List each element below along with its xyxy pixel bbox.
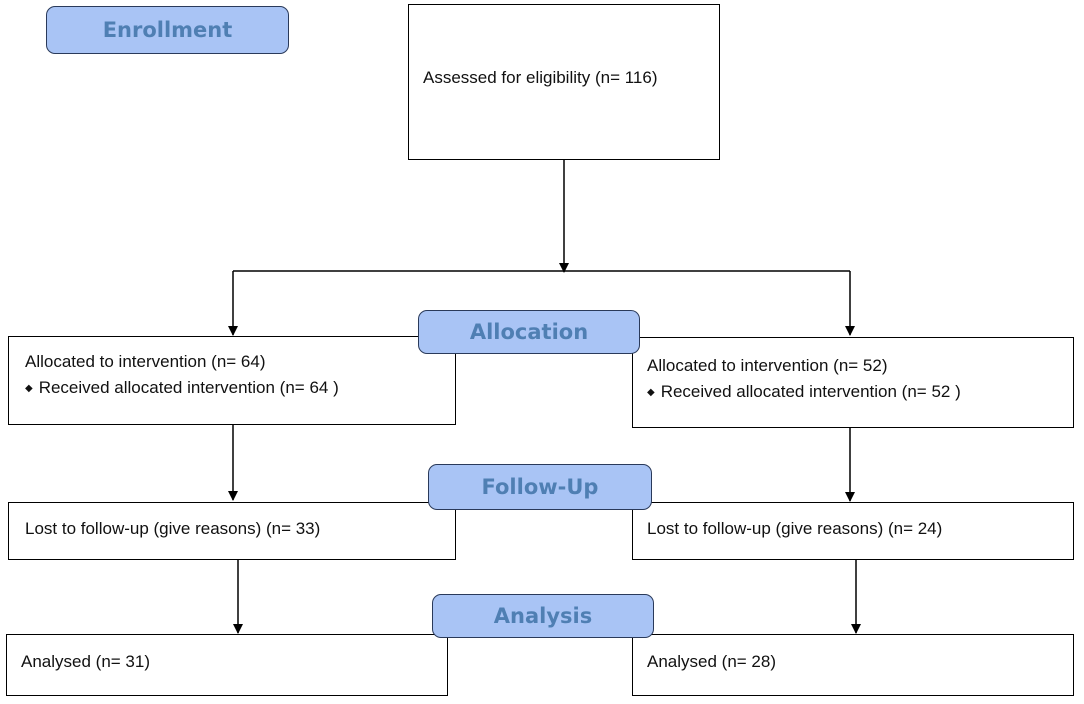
left-analysed-box: Analysed (n= 31) <box>6 634 448 696</box>
stage-enrollment: Enrollment <box>46 6 289 54</box>
left-lost-box: Lost to follow-up (give reasons) (n= 33) <box>8 502 456 560</box>
stage-allocation-label: Allocation <box>469 320 589 344</box>
left-allocated-text: Allocated to intervention (n= 64) <box>25 352 266 371</box>
left-lost-text: Lost to follow-up (give reasons) (n= 33) <box>25 519 321 538</box>
right-allocated-text: Allocated to intervention (n= 52) <box>647 356 888 375</box>
stage-enrollment-label: Enrollment <box>102 18 233 42</box>
right-lost-text: Lost to follow-up (give reasons) (n= 24) <box>647 519 943 538</box>
left-allocated-box: Allocated to intervention (n= 64) ◆ Recei… <box>8 336 456 425</box>
stage-analysis: Analysis <box>432 594 654 638</box>
stage-follow-up: Follow-Up <box>428 464 652 510</box>
right-lost-box: Lost to follow-up (give reasons) (n= 24) <box>632 502 1074 560</box>
left-received-row: ◆ Received allocated intervention (n= 64 … <box>25 377 455 400</box>
right-received-text: Received allocated intervention (n= 52 ) <box>660 382 961 401</box>
left-received-text: Received allocated intervention (n= 64 ) <box>38 378 339 397</box>
right-allocated-box: Allocated to intervention (n= 52) ◆ Recei… <box>632 337 1074 428</box>
assessed-box: Assessed for eligibility (n= 116) <box>408 4 720 160</box>
stage-allocation: Allocation <box>418 310 640 354</box>
diamond-bullet-icon: ◆ <box>25 383 33 394</box>
diamond-bullet-icon: ◆ <box>647 387 655 398</box>
right-analysed-text: Analysed (n= 28) <box>647 652 776 671</box>
right-received-row: ◆ Received allocated intervention (n= 52 … <box>647 381 1073 404</box>
assessed-text: Assessed for eligibility (n= 116) <box>423 68 658 87</box>
left-analysed-text: Analysed (n= 31) <box>21 652 150 671</box>
stage-analysis-label: Analysis <box>493 604 593 628</box>
right-analysed-box: Analysed (n= 28) <box>632 634 1074 696</box>
stage-follow-up-label: Follow-Up <box>481 475 599 499</box>
